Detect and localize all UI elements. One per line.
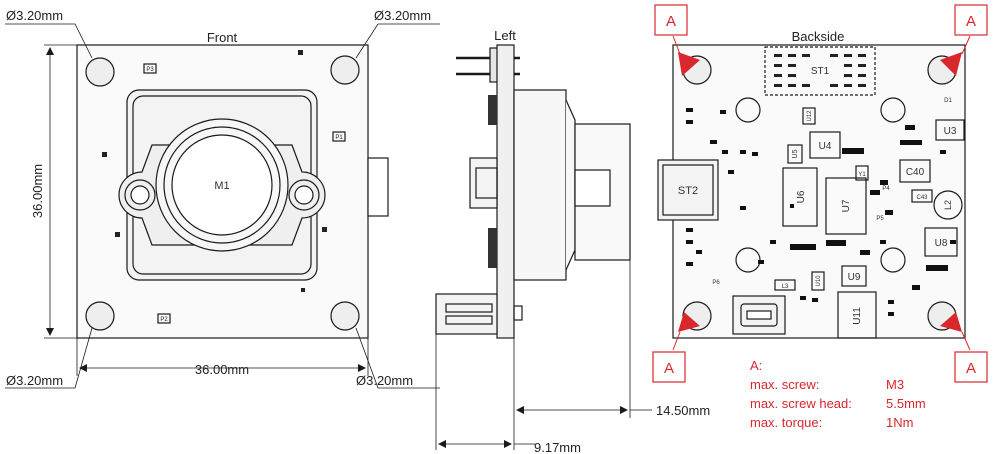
lens-step bbox=[565, 99, 576, 271]
back-u4 bbox=[809, 131, 841, 159]
back-view-title: Backside bbox=[792, 29, 845, 44]
back-u5 bbox=[787, 144, 803, 164]
lens-barrel-inner bbox=[171, 134, 273, 236]
marker-a-tl-box bbox=[654, 4, 688, 36]
flange-hole-right-inner bbox=[294, 185, 314, 205]
label-c43: C43 bbox=[916, 195, 928, 201]
left-view-title: Left bbox=[494, 28, 516, 43]
front-hole-bl bbox=[85, 301, 115, 331]
note-title: A: bbox=[750, 358, 762, 373]
side-bottom-connector bbox=[435, 293, 498, 335]
flange-hole-left-inner bbox=[130, 185, 150, 205]
back-y1 bbox=[855, 165, 869, 181]
a-markers: A A A A bbox=[652, 4, 988, 383]
lens-label: M1 bbox=[214, 180, 229, 192]
front-hole-tr bbox=[330, 55, 360, 85]
label-u3: U3 bbox=[944, 126, 957, 137]
side-dimensions bbox=[435, 260, 652, 450]
label-d1: D1 bbox=[944, 98, 952, 104]
front-p2-label: P2 bbox=[160, 317, 168, 323]
back-u8 bbox=[924, 227, 958, 257]
back-st1 bbox=[764, 46, 876, 96]
label-p4: P4 bbox=[882, 186, 890, 192]
back-st2 bbox=[657, 159, 719, 221]
label-l3: L3 bbox=[782, 284, 789, 290]
label-u4: U4 bbox=[819, 141, 832, 152]
flange-hole-right bbox=[288, 179, 320, 211]
front-height-dim: 36.00mm bbox=[30, 164, 45, 218]
lens-barrel-mid bbox=[163, 126, 281, 244]
label-u11: U11 bbox=[852, 307, 863, 325]
flange-hole-left bbox=[124, 179, 156, 211]
marker-a-tl: A bbox=[666, 13, 676, 30]
back-u7 bbox=[825, 177, 867, 235]
back-pads bbox=[686, 108, 956, 316]
back-c43 bbox=[911, 189, 933, 203]
back-u12 bbox=[802, 107, 816, 125]
front-hole-br-dim: Ø3.20mm bbox=[356, 373, 413, 388]
label-u7: U7 bbox=[841, 199, 852, 212]
marker-a-tr-box bbox=[954, 4, 988, 36]
front-part-p1 bbox=[332, 131, 346, 142]
label-l2: L2 bbox=[943, 200, 953, 210]
front-side-connector bbox=[367, 157, 389, 217]
label-u9: U9 bbox=[848, 272, 861, 283]
label-u8: U8 bbox=[935, 238, 948, 249]
back-l2 bbox=[933, 190, 963, 220]
note-screw-label: max. screw: bbox=[750, 377, 819, 392]
back-labels: ST1 ST2 U4 U6 U7 U3 C40 C43 L2 U8 U9 U11… bbox=[678, 66, 957, 325]
note-torque-label: max. torque: bbox=[750, 415, 822, 430]
lens-nub bbox=[574, 169, 611, 207]
front-hole-tl bbox=[85, 57, 115, 87]
label-st2: ST2 bbox=[678, 185, 698, 197]
marker-a-bl: A bbox=[664, 360, 674, 377]
side-depth-dim: 14.50mm bbox=[656, 403, 710, 418]
front-hole-tr-dim: Ø3.20mm bbox=[374, 8, 431, 23]
marker-a-bl-box bbox=[652, 351, 686, 383]
note-torque-value: 1Nm bbox=[886, 415, 913, 430]
label-u5: U5 bbox=[792, 149, 799, 158]
lens-holder-side bbox=[513, 89, 567, 281]
front-hole-bl-dim: Ø3.20mm bbox=[6, 373, 63, 388]
front-hole-br bbox=[330, 301, 360, 331]
side-pcb bbox=[496, 44, 515, 339]
front-part-p2 bbox=[157, 313, 171, 324]
back-l3 bbox=[774, 279, 796, 291]
label-u12: U12 bbox=[807, 110, 813, 122]
back-u6 bbox=[782, 167, 818, 227]
label-y1: Y1 bbox=[858, 172, 866, 178]
back-u11 bbox=[837, 291, 877, 339]
screw-notes: A: max. screw: M3 max. screw head: 5.5mm… bbox=[750, 358, 926, 430]
back-u3 bbox=[935, 119, 965, 141]
label-u6: U6 bbox=[796, 190, 807, 203]
note-head-value: 5.5mm bbox=[886, 396, 926, 411]
note-screw-value: M3 bbox=[886, 377, 904, 392]
left-view: Left bbox=[435, 28, 631, 339]
label-c40: C40 bbox=[906, 167, 925, 178]
back-u10 bbox=[811, 271, 825, 291]
label-u10: U10 bbox=[816, 275, 822, 287]
front-p1-label: P1 bbox=[335, 135, 343, 141]
label-st1: ST1 bbox=[811, 66, 830, 77]
front-p3-label: P3 bbox=[146, 67, 154, 73]
front-view: Front M1 P3 P1 P2 bbox=[76, 30, 389, 339]
label-p5: P5 bbox=[876, 216, 884, 222]
marker-a-tr: A bbox=[966, 13, 976, 30]
marker-a-br-box bbox=[954, 351, 988, 383]
note-head-label: max. screw head: bbox=[750, 396, 852, 411]
back-u9 bbox=[841, 265, 867, 287]
label-p6: P6 bbox=[712, 280, 720, 286]
front-hole-tl-dim: Ø3.20mm bbox=[6, 8, 63, 23]
front-dimensions bbox=[5, 23, 440, 389]
front-width-dim: 36.00mm bbox=[195, 362, 249, 377]
back-c40 bbox=[899, 159, 931, 183]
front-part-p3 bbox=[143, 63, 157, 74]
marker-a-br: A bbox=[966, 360, 976, 377]
side-pcb-dim: 9.17mm bbox=[534, 440, 581, 454]
front-view-title: Front bbox=[207, 30, 238, 45]
